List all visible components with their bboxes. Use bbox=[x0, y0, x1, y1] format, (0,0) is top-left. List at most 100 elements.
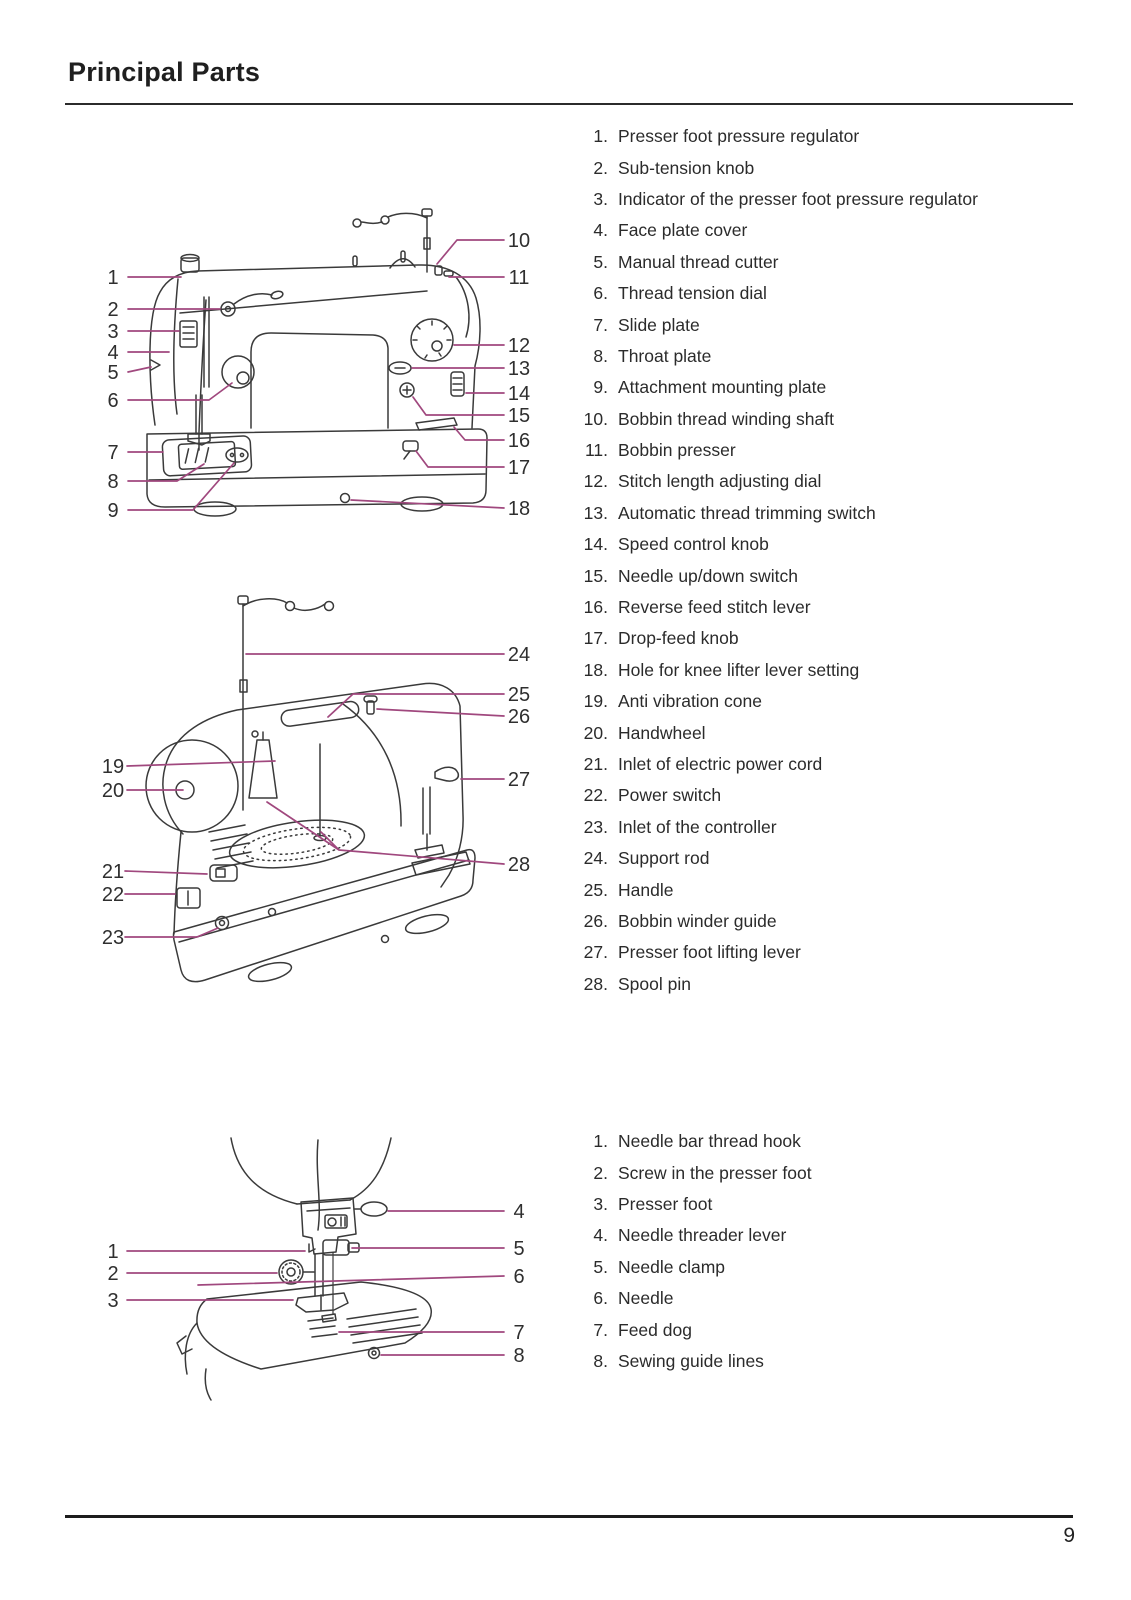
item-label: Sub-tension knob bbox=[618, 157, 755, 178]
parts-list-item: 7.Feed dog bbox=[560, 1314, 1105, 1345]
item-number: 9. bbox=[593, 377, 608, 398]
item-number: 1. bbox=[593, 126, 608, 147]
needle-area-callouts: 1 2 3 4 5 6 7 8 bbox=[107, 1201, 524, 1367]
callout-label: 7 bbox=[513, 1322, 524, 1344]
callout-label: 23 bbox=[102, 927, 124, 949]
item-number: 2. bbox=[593, 1162, 608, 1183]
parts-list-item: 13.Automatic thread trimming switch bbox=[560, 498, 1105, 529]
parts-list-item: 8. Sewing guide lines bbox=[560, 1346, 1105, 1377]
item-number: 22. bbox=[583, 785, 608, 806]
parts-list-item: 2. Screw in the presser foot bbox=[560, 1157, 1105, 1188]
item-number: 8. bbox=[593, 1350, 608, 1371]
callout-label: 6 bbox=[107, 390, 118, 412]
parts-list-item: 23. Inlet of the controller bbox=[560, 812, 1105, 843]
item-label: Drop-feed knob bbox=[618, 628, 739, 649]
item-label: Sewing guide lines bbox=[618, 1350, 764, 1371]
callout-label: 17 bbox=[508, 457, 530, 479]
parts-list-item: 27. Presser foot lifting lever bbox=[560, 937, 1105, 968]
item-number: 28. bbox=[583, 973, 608, 994]
item-label: Slide plate bbox=[618, 314, 700, 335]
item-number: 23. bbox=[583, 816, 608, 837]
item-number: 5. bbox=[593, 251, 608, 272]
item-label: Support rod bbox=[618, 848, 710, 869]
callout-label: 14 bbox=[508, 383, 530, 405]
item-number: 12. bbox=[583, 471, 608, 492]
parts-list-item: 14.Speed control knob bbox=[560, 529, 1105, 560]
item-number: 19. bbox=[583, 691, 608, 712]
callout-label: 27 bbox=[508, 769, 530, 791]
front-view-diagram: 1 2 3 4 5 6 7 8 9 10 11 12 13 14 15 16 1… bbox=[107, 208, 530, 522]
callout-label: 13 bbox=[508, 358, 530, 380]
parts-list-item: 9.Attachment mounting plate bbox=[560, 372, 1105, 403]
item-number: 20. bbox=[583, 722, 608, 743]
item-label: Presser foot lifting lever bbox=[618, 942, 801, 963]
page-number: 9 bbox=[1063, 1524, 1075, 1547]
item-label: Stitch length adjusting dial bbox=[618, 471, 822, 492]
callout-label: 3 bbox=[107, 321, 118, 343]
parts-list-item: 3.Presser foot bbox=[560, 1189, 1105, 1220]
item-label: Needle clamp bbox=[618, 1256, 725, 1277]
item-number: 18. bbox=[583, 659, 608, 680]
item-number: 5. bbox=[593, 1256, 608, 1277]
item-number: 11. bbox=[584, 440, 608, 461]
item-label: Spool pin bbox=[618, 973, 691, 994]
rear-view-diagram: 19 20 21 22 23 24 25 26 27 28 bbox=[102, 595, 530, 983]
parts-list-item: 11.Bobbin presser bbox=[560, 435, 1105, 466]
item-number: 8. bbox=[593, 345, 608, 366]
callout-label: 15 bbox=[508, 405, 530, 427]
parts-list-item: 19. Anti vibration cone bbox=[560, 686, 1105, 717]
callout-label: 1 bbox=[107, 267, 118, 289]
parts-list-item: 21.Inlet of electric power cord bbox=[560, 749, 1105, 780]
item-label: Screw in the presser foot bbox=[618, 1162, 812, 1183]
item-label: Feed dog bbox=[618, 1319, 692, 1340]
page-title: Principal Parts bbox=[68, 57, 261, 87]
callout-label: 5 bbox=[107, 362, 118, 384]
parts-list-item: 16.Reverse feed stitch lever bbox=[560, 592, 1105, 623]
item-number: 24. bbox=[583, 848, 608, 869]
item-label: Handwheel bbox=[618, 722, 706, 743]
callout-label: 3 bbox=[107, 1290, 118, 1312]
parts-list-item: 22. Power switch bbox=[560, 780, 1105, 811]
callout-label: 21 bbox=[102, 861, 124, 883]
parts-list-item: 8. Throat plate bbox=[560, 341, 1105, 372]
item-number: 17. bbox=[583, 628, 608, 649]
item-label: Reverse feed stitch lever bbox=[618, 597, 811, 618]
needle-area-diagram: 1 2 3 4 5 6 7 8 bbox=[107, 1137, 525, 1401]
parts-list-item: 18.Hole for knee lifter lever setting bbox=[560, 655, 1105, 686]
item-label: Bobbin winder guide bbox=[618, 910, 777, 931]
callout-label: 18 bbox=[508, 498, 530, 520]
parts-list-item: 2.Sub-tension knob bbox=[560, 152, 1105, 183]
parts-list-item: 24. Support rod bbox=[560, 843, 1105, 874]
callout-label: 6 bbox=[513, 1266, 524, 1288]
front-view-leader-lines bbox=[127, 239, 505, 511]
item-number: 27. bbox=[583, 942, 608, 963]
callout-label: 11 bbox=[509, 267, 530, 289]
parts-list-item: 4.Needle threader lever bbox=[560, 1220, 1105, 1251]
item-label: Bobbin thread winding shaft bbox=[618, 408, 834, 429]
needle-area-leader-lines bbox=[126, 1210, 505, 1356]
item-label: Power switch bbox=[618, 785, 722, 806]
parts-list-item: 20. Handwheel bbox=[560, 717, 1105, 748]
callout-label: 25 bbox=[508, 684, 530, 706]
item-label: Presser foot pressure regulator bbox=[618, 126, 860, 147]
item-label: Needle bar thread hook bbox=[618, 1131, 801, 1152]
item-label: Inlet of electric power cord bbox=[618, 754, 823, 774]
footer-rule bbox=[65, 1515, 1073, 1518]
item-label: Anti vibration cone bbox=[618, 691, 762, 712]
parts-list-item: 26. Bobbin winder guide bbox=[560, 906, 1105, 937]
callout-label: 9 bbox=[107, 500, 118, 522]
callout-label: 24 bbox=[508, 644, 530, 666]
rear-view-callouts: 19 20 21 22 23 24 25 26 27 28 bbox=[102, 644, 530, 949]
parts-list-item: 6.Needle bbox=[560, 1283, 1105, 1314]
item-number: 6. bbox=[593, 283, 608, 304]
item-number: 4. bbox=[593, 220, 608, 241]
callout-label: 4 bbox=[513, 1201, 524, 1223]
item-label: Inlet of the controller bbox=[618, 816, 777, 837]
callout-label: 4 bbox=[107, 342, 118, 364]
item-label: Throat plate bbox=[618, 345, 712, 366]
item-number: 26. bbox=[583, 910, 608, 931]
callout-label: 2 bbox=[107, 1263, 118, 1285]
callout-label: 22 bbox=[102, 884, 124, 906]
